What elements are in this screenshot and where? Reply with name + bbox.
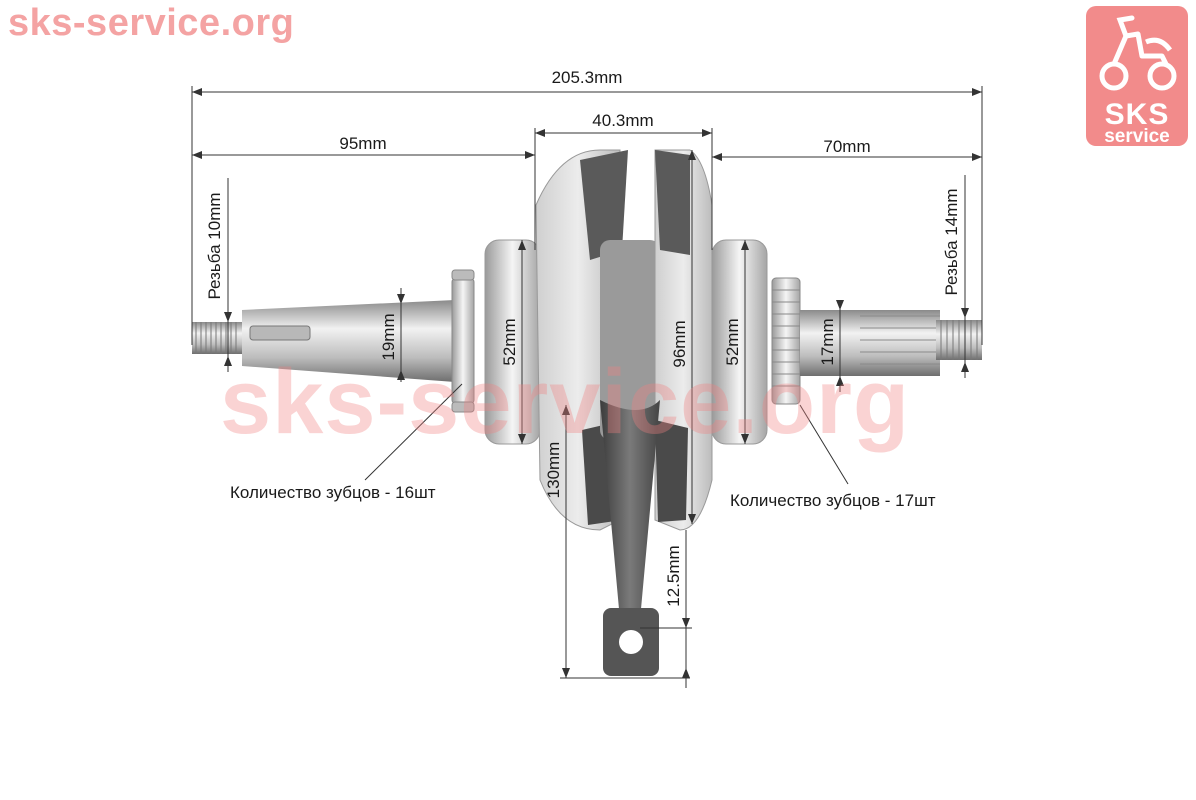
dim-flywheel-diameter: 96mm [670,320,689,367]
watermark-top-left: sks-service.org [8,2,295,44]
small-end-bore [619,630,643,654]
dim-small-end-bore: 12.5mm [664,545,683,606]
dim-total-length: 205.3mm [552,68,623,87]
watermark-center: sks-service.org [220,351,911,453]
keyway [249,325,311,341]
logo-text-service: service [1104,126,1170,147]
crankshaft [192,149,982,676]
left-counterweight-top [580,150,628,260]
dim-right-shaft: 70mm [823,137,870,156]
note-left-teeth: Количество зубцов - 16шт [230,483,436,502]
crank-pin [600,240,660,440]
dim-right-thread: Резьба 14mm [942,188,961,295]
note-right-teeth: Количество зубцов - 17шт [730,491,936,510]
logo-text-sks: SKS [1104,98,1170,131]
left-thread [192,322,242,354]
dim-right-shaft-diameter: 17mm [818,318,837,365]
right-shaft [800,310,940,376]
left-shaft [242,300,455,382]
connecting-rod [600,400,660,620]
dim-left-bearing: 52mm [500,318,519,365]
dim-left-shaft: 95mm [339,134,386,153]
right-bearing [711,239,768,445]
dim-center-width: 40.3mm [592,111,653,130]
dim-left-thread: Резьба 10mm [205,192,224,299]
scooter-icon [1099,15,1177,91]
right-counterweight-top [655,150,690,255]
dim-rod-length: 130mm [544,442,563,499]
dimension-lines [191,86,983,688]
dim-right-bearing: 52mm [723,318,742,365]
dim-left-shaft-diameter: 19mm [379,313,398,360]
sks-logo: SKS service [1086,6,1188,147]
right-counterweight-bottom [655,420,688,522]
